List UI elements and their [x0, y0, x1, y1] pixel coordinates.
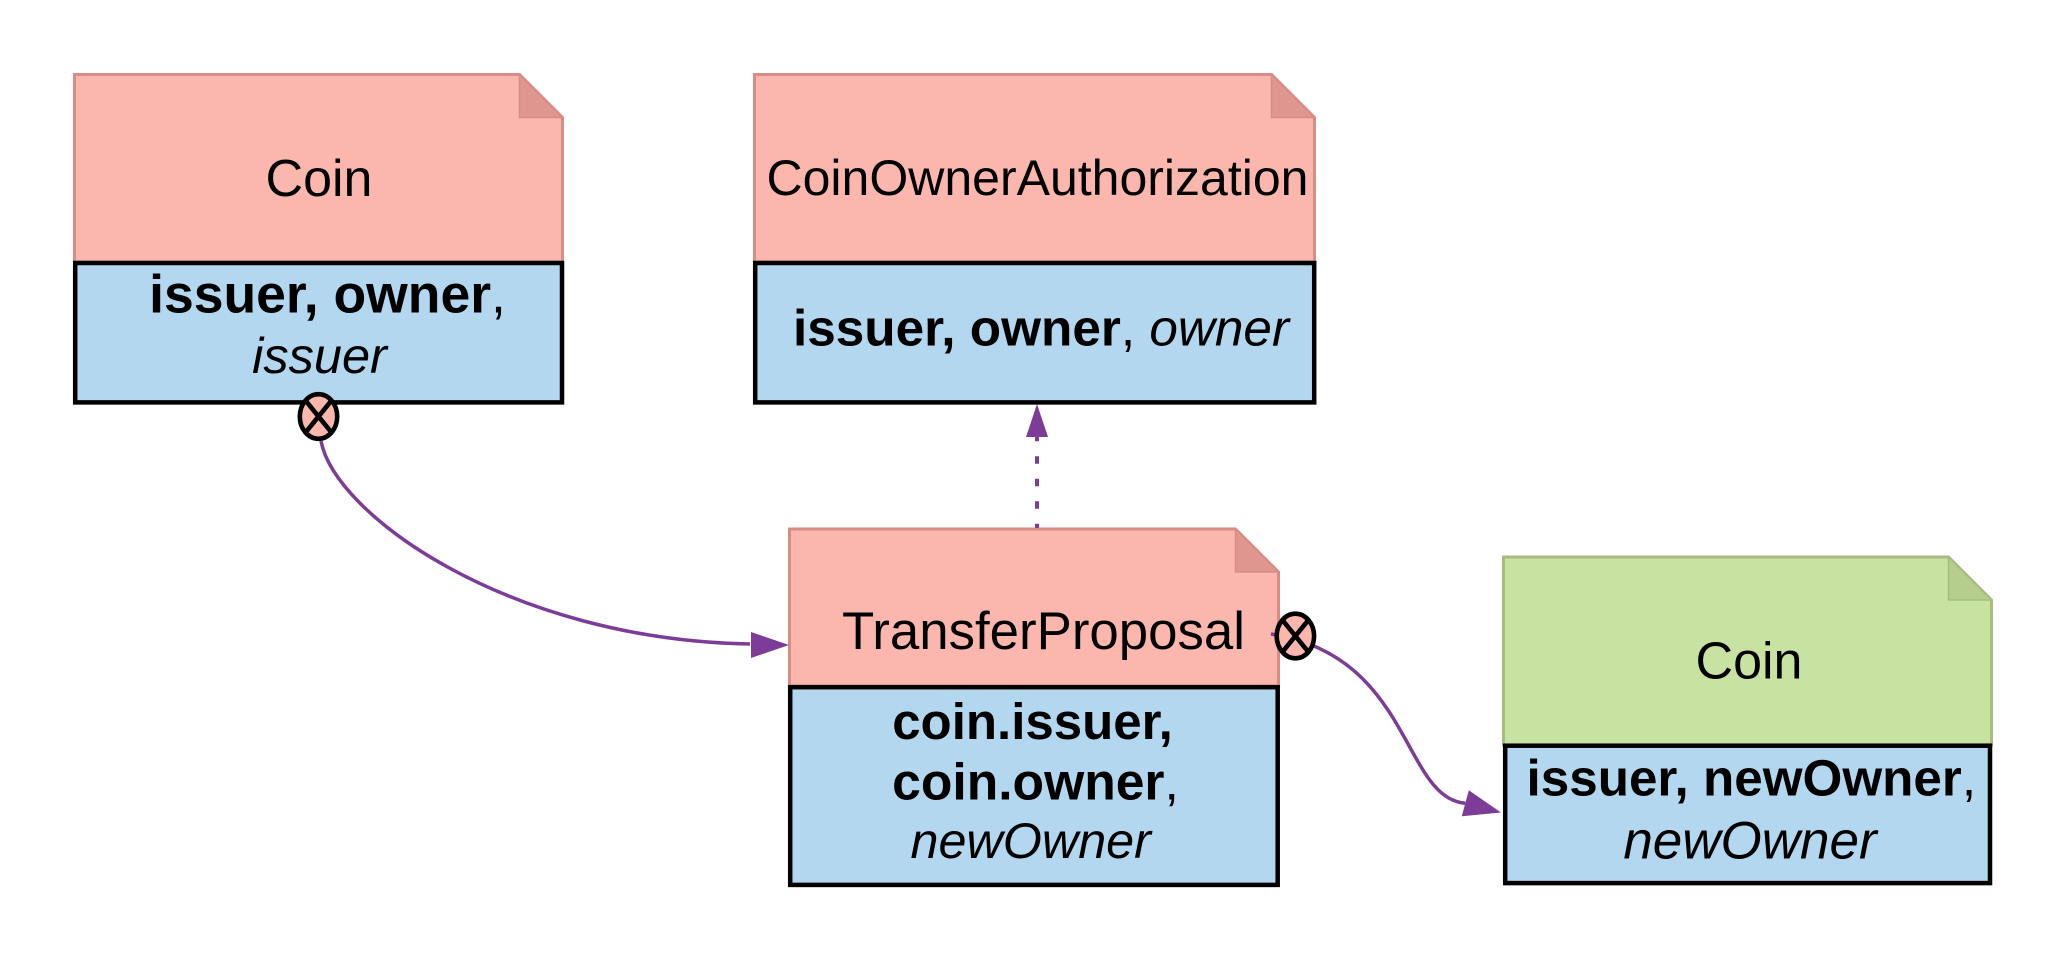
svg-text:TransferProposal: TransferProposal [842, 602, 1245, 661]
svg-text:issuer, owner, owner: issuer, owner, owner [793, 300, 1291, 357]
svg-text:newOwner: newOwner [1623, 812, 1879, 871]
svg-text:CoinOwnerAuthorization: CoinOwnerAuthorization [767, 150, 1309, 206]
svg-text:Coin: Coin [1696, 633, 1803, 691]
svg-text:issuer, newOwner,: issuer, newOwner, [1527, 750, 1977, 807]
svg-text:issuer: issuer [252, 327, 389, 384]
svg-text:issuer, owner,: issuer, owner, [149, 266, 506, 325]
svg-text:Coin: Coin [266, 150, 373, 208]
svg-text:coin.owner,: coin.owner, [892, 753, 1179, 811]
svg-text:coin.issuer,: coin.issuer, [892, 693, 1173, 750]
svg-text:newOwner: newOwner [910, 812, 1153, 869]
